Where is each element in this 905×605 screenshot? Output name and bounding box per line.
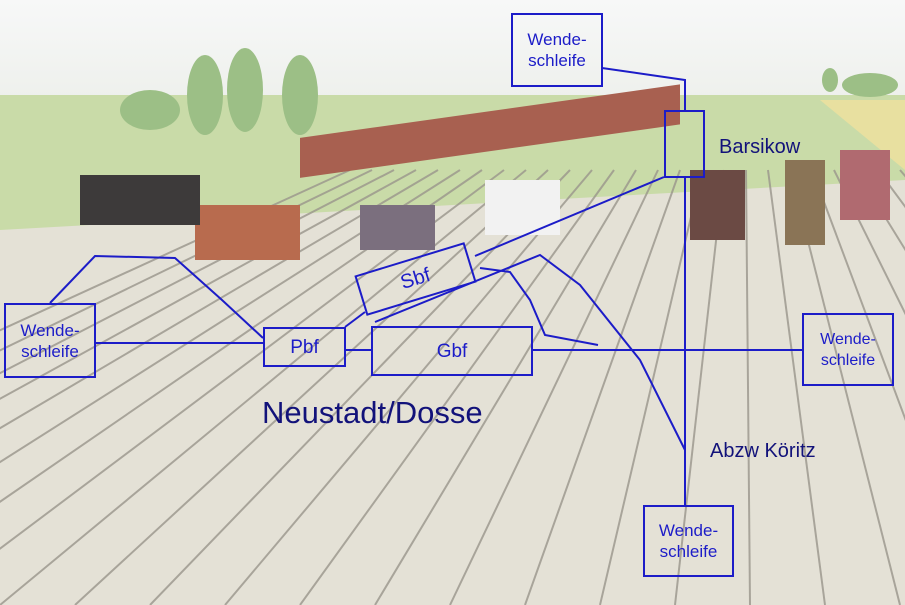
track-rail [0, 169, 351, 332]
track-rail [811, 169, 905, 422]
loop-label: schleife [528, 51, 586, 70]
track-rail [374, 169, 637, 605]
track-rail [524, 169, 681, 605]
track-rail [224, 169, 593, 605]
loop-label: Wende- [820, 330, 876, 348]
track-rail [767, 169, 826, 605]
gbf-label: Gbf [436, 340, 468, 362]
loop-label: Wende- [658, 521, 719, 540]
track-rail [0, 169, 439, 430]
pbf-box: Pbf [263, 327, 346, 367]
track-rail [299, 169, 615, 605]
junction-label: Abzw Köritz [710, 440, 816, 462]
sky [0, 0, 905, 100]
barsikow-box [664, 110, 705, 178]
track-rail [0, 169, 527, 605]
loop-label: schleife [659, 542, 718, 561]
track-rail [833, 169, 905, 316]
loop-box-north: Wende-schleife [511, 13, 603, 87]
gbf-box: Gbf [371, 326, 533, 376]
wagons [80, 84, 890, 260]
track-rail [0, 169, 461, 464]
pbf-label: Pbf [290, 336, 319, 358]
loop-box-south: Wende-schleife [643, 505, 734, 577]
track-rail [674, 169, 725, 605]
loop-label: Wende- [20, 320, 80, 340]
sbf-label: Sbf [397, 263, 433, 294]
loop-label: schleife [820, 351, 876, 369]
track-rail [74, 169, 549, 605]
loop-label: schleife [21, 341, 79, 361]
loop-box-west: Wende-schleife [4, 303, 96, 378]
connection-lines [49, 67, 802, 505]
loop-label: Wende- [527, 30, 587, 49]
trees [120, 48, 898, 135]
barsikow-label: Barsikow [719, 136, 801, 158]
loop-box-east: Wende-schleife [802, 313, 894, 386]
track-rail [745, 169, 751, 605]
track-rail [855, 169, 905, 252]
track-rail [149, 169, 571, 605]
field [0, 95, 905, 230]
town-label: Neustadt/Dosse [262, 395, 483, 430]
track-rail [449, 169, 659, 605]
